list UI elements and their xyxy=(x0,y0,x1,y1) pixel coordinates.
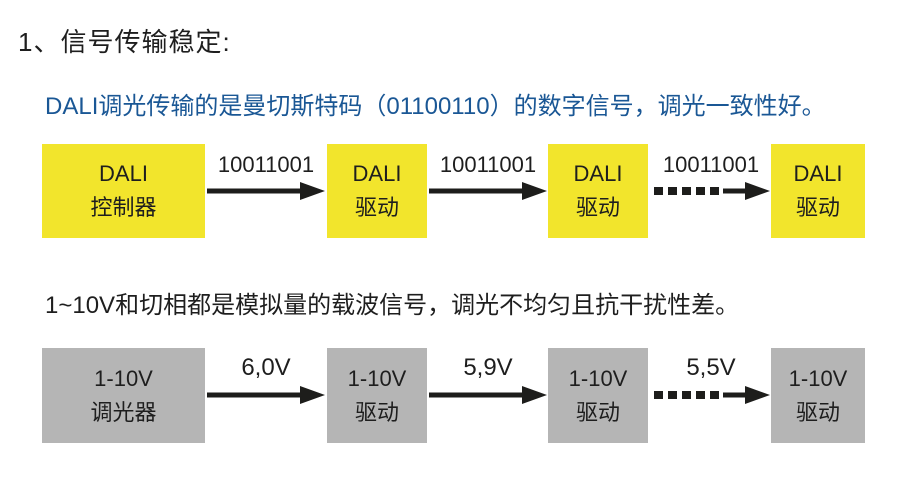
dali-arrow-1: 10011001 xyxy=(205,152,327,204)
analog-driver-2-label-line2: 驱动 xyxy=(575,399,620,425)
dali-driver-box-1: DALI 驱动 xyxy=(327,144,427,238)
analog-arrow-2: 5,9V xyxy=(427,354,549,408)
dali-controller-label-line1: DALI xyxy=(99,161,148,186)
analog-dimmer-box: 1-10V 调光器 xyxy=(42,348,205,443)
dali-driver-3-label-line1: DALI xyxy=(793,161,843,186)
dali-arrow-1-label: 10011001 xyxy=(217,152,315,177)
analog-arrow-3-label: 5,5V xyxy=(686,354,736,381)
solid-arrow-icon xyxy=(429,182,547,200)
analog-driver-1-label-line2: 驱动 xyxy=(354,399,399,425)
dali-arrow-2: 10011001 xyxy=(427,152,549,204)
dali-driver-box-3: DALI 驱动 xyxy=(771,144,865,238)
analog-driver-3-label-line1: 1-10V xyxy=(788,365,848,391)
dali-description: DALI调光传输的是曼切斯特码（01100110）的数字信号，调光一致性好。 xyxy=(45,93,826,120)
dali-controller-box: DALI 控制器 xyxy=(42,144,205,238)
analog-arrow-3-dashed: 5,5V xyxy=(650,354,772,408)
analog-dimmer-label-line2: 调光器 xyxy=(90,399,157,425)
dashed-arrow-icon xyxy=(654,182,770,200)
analog-driver-2-label-line1: 1-10V xyxy=(568,365,628,391)
dali-arrow-2-label: 10011001 xyxy=(439,152,537,177)
solid-arrow-icon xyxy=(207,182,325,200)
analog-driver-box-3: 1-10V 驱动 xyxy=(771,348,865,443)
dali-driver-1-label-line2: 驱动 xyxy=(354,195,399,220)
analog-driver-3-label-line2: 驱动 xyxy=(795,399,840,425)
dali-driver-3-label-line2: 驱动 xyxy=(795,195,840,220)
analog-arrow-2-label: 5,9V xyxy=(463,354,513,381)
dali-arrow-3-label: 10011001 xyxy=(662,152,760,177)
solid-arrow-icon xyxy=(429,386,547,404)
analog-arrow-1: 6,0V xyxy=(205,354,327,408)
page-title: 1、信号传输稳定: xyxy=(18,27,231,57)
dali-controller-label-line2: 控制器 xyxy=(90,195,157,220)
analog-description: 1~10V和切相都是模拟量的载波信号，调光不均匀且抗干扰性差。 xyxy=(45,292,740,319)
dali-driver-1-label-line1: DALI xyxy=(352,161,402,186)
analog-driver-box-1: 1-10V 驱动 xyxy=(327,348,427,443)
solid-arrow-icon xyxy=(207,386,325,404)
analog-driver-1-label-line1: 1-10V xyxy=(347,365,407,391)
dali-driver-box-2: DALI 驱动 xyxy=(548,144,648,238)
dali-driver-2-label-line1: DALI xyxy=(573,161,623,186)
dashed-arrow-icon xyxy=(654,386,770,404)
dali-driver-2-label-line2: 驱动 xyxy=(575,195,620,220)
analog-driver-box-2: 1-10V 驱动 xyxy=(548,348,648,443)
analog-dimmer-label-line1: 1-10V xyxy=(94,365,153,391)
analog-arrow-1-label: 6,0V xyxy=(241,354,291,381)
dali-arrow-3-dashed: 10011001 xyxy=(650,152,772,204)
